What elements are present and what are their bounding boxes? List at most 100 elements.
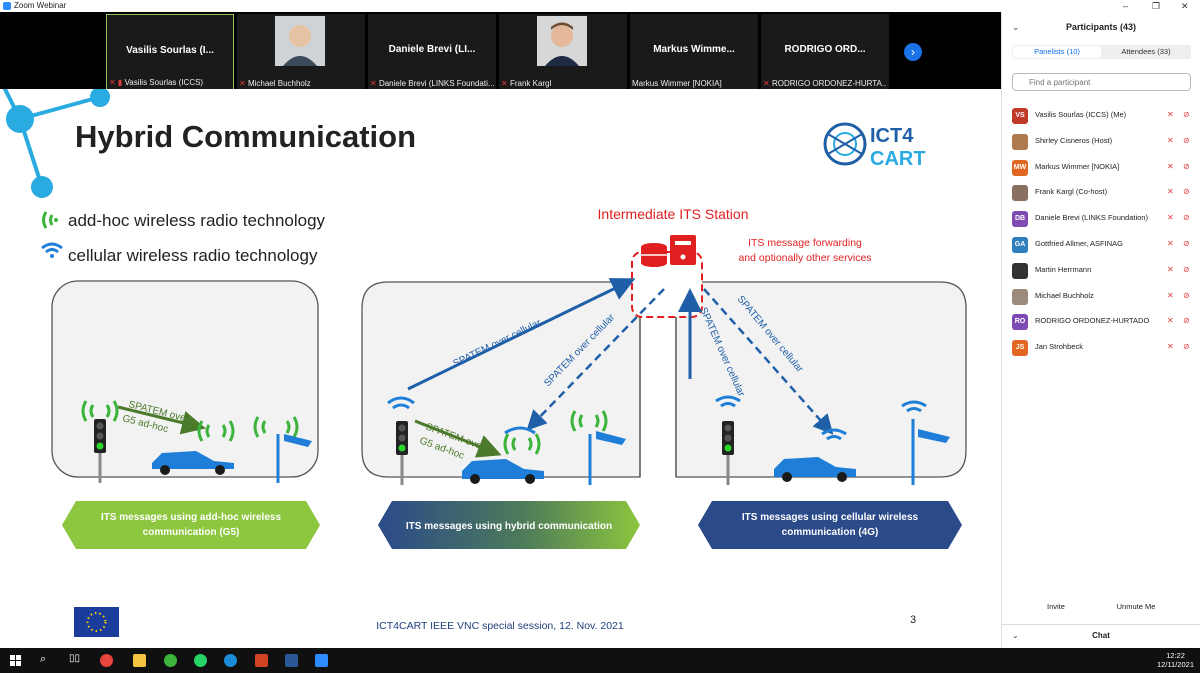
windows-taskbar: ⌕ ▯▯ 12:22 12/11/2021	[0, 648, 1200, 673]
muted-mic-icon: ✕ ▮	[109, 78, 125, 87]
cellular-wifi-icons	[387, 395, 927, 441]
muted-mic-icon: ✕	[1167, 213, 1174, 223]
server-icon	[641, 235, 696, 267]
search-icon[interactable]: ⌕	[40, 653, 47, 665]
station-title: Intermediate ITS Station	[598, 206, 749, 222]
slide-title: Hybrid Communication	[75, 119, 416, 154]
eu-flag-icon	[74, 607, 119, 637]
participant-row[interactable]: Martin Herrmann✕⊘	[1002, 259, 1200, 285]
app-icon[interactable]	[164, 654, 177, 667]
tab-attendees[interactable]: Attendees (33)	[1121, 47, 1171, 56]
video-thumb-3[interactable]: Daniele Brevi (LI... ✕ Daniele Brevi (LI…	[368, 14, 496, 90]
clock-time: 12:22	[1166, 651, 1185, 660]
car-icon	[774, 457, 856, 482]
participant-row[interactable]: Michael Buchholz✕⊘	[1002, 285, 1200, 311]
video-off-icon: ⊘	[1183, 161, 1190, 171]
muted-mic-icon: ✕	[1167, 316, 1174, 326]
participant-name: Gottfried Allmer, ASFINAG	[1035, 239, 1123, 248]
avatar: GA	[1012, 237, 1028, 253]
skype-icon[interactable]	[224, 654, 237, 667]
avatar: VS	[1012, 108, 1028, 124]
roadside-unit-icon	[588, 431, 626, 485]
participant-row[interactable]: Shirley Cisneros (Host)✕⊘	[1002, 130, 1200, 156]
word-icon[interactable]	[285, 654, 298, 667]
clock-date: 12/11/2021	[1157, 660, 1194, 669]
car-icon	[462, 459, 544, 484]
svg-text:CART: CART	[870, 148, 926, 170]
video-thumb-5[interactable]: Markus Wimme... Markus Wimmer [NOKIA]	[630, 14, 758, 90]
video-name: Vasilis Sourlas (I...	[126, 45, 214, 56]
car-icon	[152, 451, 234, 475]
muted-mic-icon: ✕	[763, 79, 772, 88]
avatar: DB	[1012, 211, 1028, 228]
video-off-icon: ⊘	[1183, 316, 1190, 326]
participant-name: Michael Buchholz	[1035, 290, 1094, 300]
video-name: Daniele Brevi (LI...	[388, 44, 476, 55]
video-thumb-6[interactable]: RODRIGO ORD... ✕ RODRIGO ORDONEZ-HURTA..…	[761, 14, 889, 90]
corner-network-decoration	[2, 89, 110, 198]
next-videos-button[interactable]: ›	[904, 43, 922, 61]
video-thumb-1[interactable]: Vasilis Sourlas (I... ✕ ▮ Vasilis Sourla…	[106, 14, 234, 90]
whatsapp-icon[interactable]	[194, 654, 207, 667]
video-name: Markus Wimme...	[653, 44, 735, 55]
svg-text:ITS messages using add-hoc wir: ITS messages using add-hoc wireless	[101, 512, 282, 523]
video-label: Frank Kargl	[509, 79, 552, 88]
blue-wifi-icon	[41, 242, 63, 258]
participant-tabs: Panelists (10) Attendees (33)	[1012, 45, 1191, 59]
svg-text:communication (4G): communication (4G)	[782, 527, 879, 538]
avatar	[1012, 185, 1028, 202]
arrow-cellular-up	[407, 278, 636, 391]
muted-mic-icon: ✕	[1167, 135, 1174, 145]
muted-mic-icon: ✕	[1167, 161, 1174, 171]
close-icon[interactable]: ✕	[1181, 1, 1189, 11]
roadside-unit-icon	[911, 419, 950, 485]
scenario-box-cellular	[675, 281, 967, 478]
video-off-icon: ⊘	[1183, 264, 1190, 274]
scenario-box-g5	[51, 280, 319, 478]
tab-panelists[interactable]: Panelists (10)	[1013, 46, 1101, 58]
station-note-2: and optionally other services	[738, 252, 871, 264]
collapse-chevron-icon[interactable]: ⌄	[1012, 22, 1020, 32]
restore-icon[interactable]: ❐	[1152, 1, 1161, 11]
video-thumb-4[interactable]: ✕ Frank Kargl	[499, 14, 627, 90]
windows-start-icon[interactable]	[10, 655, 21, 666]
invite-button[interactable]: Invite	[1047, 602, 1065, 611]
task-view-icon[interactable]: ▯▯	[69, 653, 81, 664]
legend-cellular: cellular wireless radio technology	[68, 246, 318, 265]
svg-text:ICT4: ICT4	[870, 125, 914, 147]
video-thumb-2[interactable]: ✕ Michael Buchholz	[237, 14, 365, 90]
banner-hybrid	[378, 501, 640, 549]
banner-g5	[62, 501, 320, 549]
zoom-icon[interactable]	[315, 654, 328, 667]
participant-row[interactable]: Frank Kargl (Co-host)✕⊘	[1002, 181, 1200, 207]
powerpoint-icon[interactable]	[255, 654, 268, 667]
video-label: Daniele Brevi (LINKS Foundati...	[378, 79, 494, 88]
video-label: Markus Wimmer [NOKIA]	[632, 79, 722, 88]
station-note-1: ITS message forwarding	[748, 237, 862, 249]
arrow-cellular-down	[526, 288, 665, 431]
participant-photo	[275, 16, 325, 66]
search-input[interactable]	[1012, 73, 1191, 91]
participants-title: Participants (43)	[1065, 22, 1137, 32]
system-clock[interactable]: 12:22 12/11/2021	[1157, 651, 1194, 669]
chat-section[interactable]: ⌄ Chat	[1002, 624, 1200, 648]
svg-text:ITS messages using hybrid comm: ITS messages using hybrid communication	[406, 521, 612, 532]
unmute-me-button[interactable]: Unmute Me	[1116, 602, 1156, 611]
zoom-app-icon	[3, 2, 11, 10]
collapse-chevron-icon: ⌄	[1012, 631, 1019, 640]
minimize-icon[interactable]: –	[1123, 1, 1129, 11]
muted-mic-icon: ✕	[1167, 342, 1174, 352]
traffic-light-icon	[396, 421, 408, 485]
chrome-icon[interactable]	[100, 654, 113, 667]
svg-text:ITS messages using cellular wi: ITS messages using cellular wireless	[742, 512, 919, 523]
avatar	[1012, 262, 1028, 279]
participant-name: Daniele Brevi (LINKS Foundation)	[1035, 213, 1148, 223]
window-title-bar: Zoom Webinar – ❐ ✕	[0, 0, 1200, 12]
file-explorer-icon[interactable]	[133, 654, 146, 667]
